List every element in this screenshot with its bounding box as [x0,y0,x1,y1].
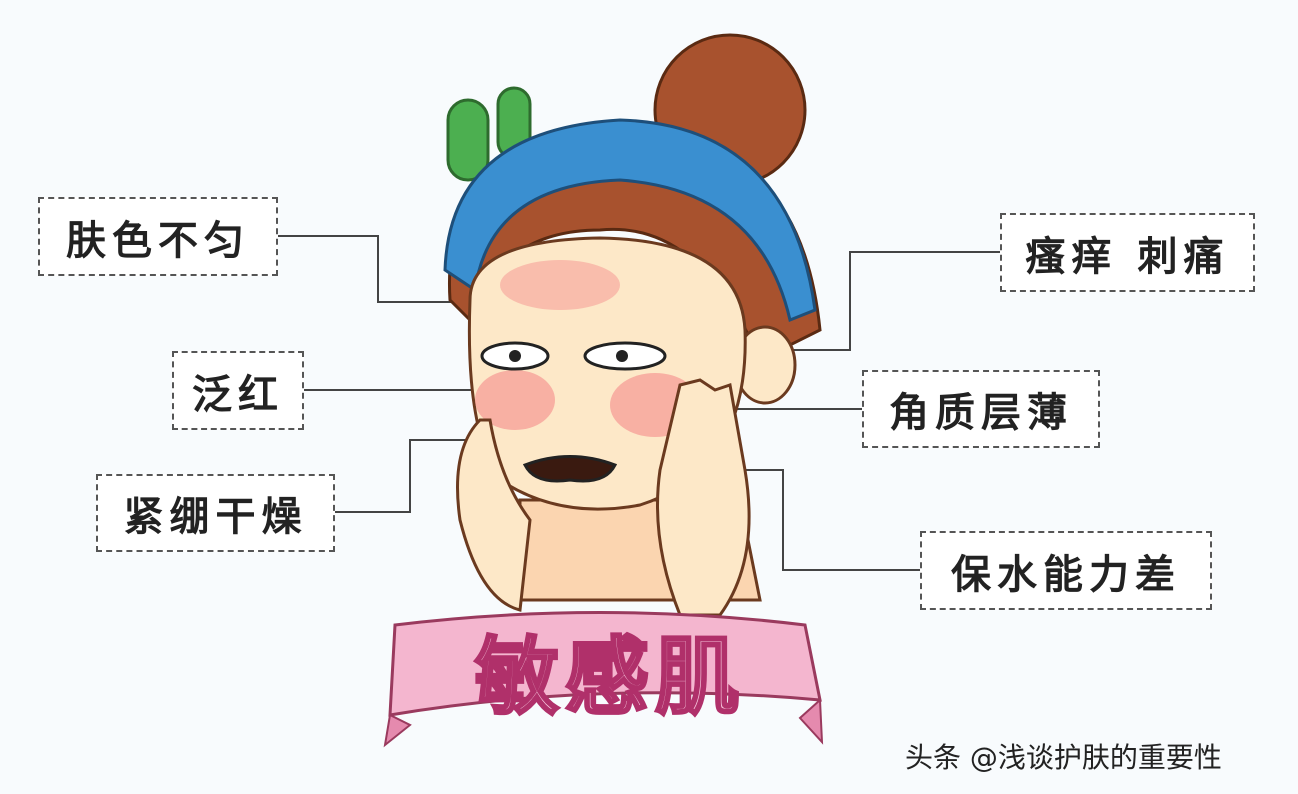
label-poor-hydration: 保水能力差 [920,531,1212,610]
banner-title: 敏感肌 [473,627,745,728]
left-blush [475,370,555,430]
label-uneven-skin-tone: 肤色不匀 [38,197,278,276]
label-redness: 泛红 [172,351,304,430]
forehead-redness [500,260,620,310]
left-hand [456,418,532,612]
label-tight-dry: 紧绷干燥 [96,474,335,552]
label-itch-sting: 瘙痒 刺痛 [1000,213,1255,292]
mouth [522,455,618,483]
label-thin-stratum-corneum: 角质层薄 [862,370,1100,448]
headband [443,118,817,323]
watermark: 头条 @浅谈护肤的重要性 [905,741,1222,774]
right-hand [656,378,751,617]
